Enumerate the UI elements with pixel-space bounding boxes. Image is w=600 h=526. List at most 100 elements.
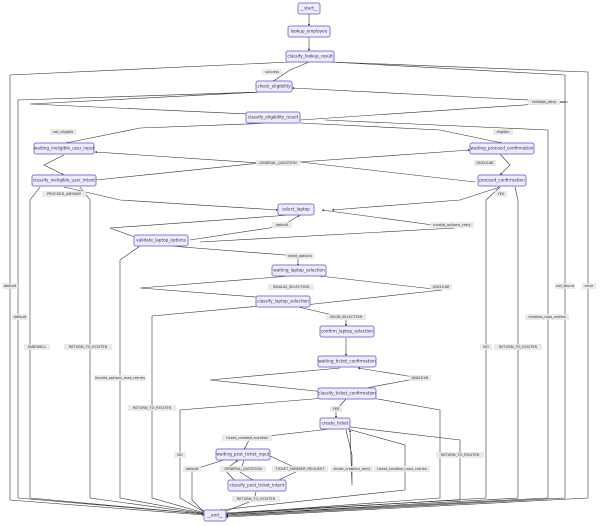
svg-text:YES: YES (498, 192, 505, 196)
node-start[interactable]: __start__ (297, 2, 321, 15)
svg-text:waiting_proceed_confirmation: waiting_proceed_confirmation (471, 146, 534, 151)
edge-not-eligible (65, 122, 273, 144)
label-cerebas-max: cerebas_max_retries (525, 314, 569, 320)
svg-text:UNCLEAR: UNCLEAR (432, 285, 450, 289)
edge-ticket-retry (345, 429, 353, 486)
svg-text:__start__: __start__ (299, 6, 319, 11)
node-classify-lookup-result[interactable]: classify_lookup_result (285, 50, 335, 63)
label-unclear-2: UNCLEAR (430, 284, 452, 290)
svg-text:cerebas_retry: cerebas_retry (532, 100, 557, 104)
node-confirm-laptop-selection[interactable]: confirm_laptop_selection (319, 325, 375, 338)
label-default-inner: default (12, 314, 28, 320)
svg-text:TICKET_NUMBER_REQUEST: TICKET_NUMBER_REQUEST (275, 467, 326, 471)
node-proceed-confirmation[interactable]: proceed_confirmation (477, 174, 527, 187)
edge-proceed-conf (499, 153, 511, 176)
svg-text:FAREWELL: FAREWELL (28, 345, 47, 349)
node-validate-laptop-options[interactable]: validate_laptop_options (133, 234, 189, 247)
svg-text:default: default (14, 315, 27, 319)
svg-text:invalid_options_retry: invalid_options_retry (433, 223, 471, 227)
label-unclear-3: UNCLEAR (409, 375, 431, 381)
label-not-found: not_found (555, 283, 575, 289)
svg-text:waiting_laptop_selection: waiting_laptop_selection (273, 268, 325, 273)
node-select-laptop[interactable]: select_laptop (277, 203, 315, 216)
label-eligible: eligible (493, 129, 513, 135)
label-success: success (262, 69, 282, 75)
node-waiting-proceed-confirmation[interactable]: waiting_proceed_confirmation (469, 142, 535, 155)
svg-text:waiting_post_ticket_input: waiting_post_ticket_input (217, 452, 270, 457)
svg-text:invalid_options_max_retries: invalid_options_max_retries (95, 376, 145, 380)
svg-text:ticket_creation_max_retries: ticket_creation_max_retries (377, 467, 427, 471)
edge-default-post (191, 454, 241, 513)
svg-text:validate_laptop_options: validate_laptop_options (136, 238, 186, 243)
svg-text:VALID_SELECTION: VALID_SELECTION (330, 315, 363, 319)
label-ticket-number: TICKET_NUMBER_REQUEST (272, 466, 328, 472)
label-invalid-retry: invalid_options_retry (430, 222, 474, 228)
svg-text:INVALID_SELECTION: INVALID_SELECTION (273, 285, 309, 289)
svg-text:success: success (265, 70, 279, 74)
edge-return-router-6 (223, 426, 461, 515)
node-classify-eligibility-result[interactable]: classify_eligibility_result (245, 111, 301, 124)
svg-text:UNCLEAR: UNCLEAR (476, 161, 494, 165)
node-waiting-laptop-selection[interactable]: waiting_laptop_selection (271, 264, 327, 277)
label-general-question: GENERAL_QUESTION (256, 160, 300, 166)
nodes: __start__ lookup_employee classify_looku… (31, 2, 535, 522)
node-classify-ticket-confirmation[interactable]: classify_ticket_confirmation (317, 387, 377, 400)
node-classify-ineligible-user-intent[interactable]: classify_ineligible_user_intent (31, 174, 97, 187)
svg-text:not_found: not_found (556, 284, 574, 288)
svg-text:eligible: eligible (497, 130, 511, 134)
svg-text:YES: YES (333, 407, 340, 411)
edge-unclear-2 (304, 275, 443, 306)
svg-text:cerebas_max_retries: cerebas_max_retries (528, 315, 565, 319)
edge-valid-options (169, 245, 300, 267)
node-waiting-ineligible-user-input[interactable]: waiting_ineligible_user_input (33, 142, 95, 155)
edge-classify-check (271, 61, 310, 83)
label-ticket-max: ticket_creation_max_retries (374, 466, 430, 472)
label-no-2: NO (480, 344, 492, 350)
label-ticket-retry: ticket_creation_retry (331, 466, 373, 472)
svg-text:NO: NO (483, 345, 489, 349)
label-not-eligible: not_eligible (50, 129, 76, 135)
svg-text:classify_eligibility_result: classify_eligibility_result (248, 115, 299, 120)
label-default-left: default (2, 283, 18, 289)
label-general-question-2: GENERAL_QUESTION (220, 466, 266, 472)
edge-cerebas-retry (291, 86, 569, 121)
svg-text:create_ticket: create_ticket (322, 421, 349, 426)
svg-text:lookup_employee: lookup_employee (291, 29, 328, 34)
edge-check-classify-elig (29, 91, 271, 117)
edge-yes-1 (331, 186, 501, 212)
label-default-1: default (272, 222, 292, 228)
label-error: error (582, 283, 596, 289)
edge-invalid-retry (199, 209, 456, 243)
node-classify-post-ticket-intent[interactable]: classify_post_ticket_intent (227, 479, 287, 492)
edge-return-router-4 (225, 186, 519, 517)
node-create-ticket[interactable]: create_ticket (319, 417, 351, 430)
node-check-eligibility[interactable]: check_eligibility (255, 80, 293, 93)
svg-text:RETURN_TO_ROUTER: RETURN_TO_ROUTER (441, 453, 480, 457)
node-end[interactable]: __end__ (203, 509, 227, 522)
svg-text:select_laptop: select_laptop (282, 207, 310, 212)
svg-text:GENERAL_QUESTION: GENERAL_QUESTION (224, 467, 262, 471)
svg-text:classify_laptop_selection: classify_laptop_selection (257, 299, 309, 304)
svg-text:RETURN_TO_ROUTER: RETURN_TO_ROUTER (69, 345, 108, 349)
label-no-1: NO (174, 452, 186, 458)
node-waiting-post-ticket-input[interactable]: waiting_post_ticket_input (215, 448, 271, 461)
label-default-post: default (183, 466, 201, 472)
svg-text:default: default (186, 467, 199, 471)
edge-waiting-classify-laptop (139, 275, 291, 300)
node-classify-laptop-selection[interactable]: classify_laptop_selection (255, 295, 311, 308)
edge-unclear-1 (299, 148, 476, 183)
edge-select-validate (109, 214, 291, 240)
edge-no-2 (225, 186, 501, 516)
node-waiting-ticket-confirmation[interactable]: waiting_ticket_confirmation (317, 355, 377, 368)
svg-text:waiting_ticket_confirmation: waiting_ticket_confirmation (318, 359, 376, 364)
svg-text:classify_ineligible_user_inten: classify_ineligible_user_intent (33, 178, 95, 183)
node-lookup-employee[interactable]: lookup_employee (287, 25, 331, 38)
label-cerebas-retry: cerebas_retry (528, 99, 560, 105)
svg-text:classify_ticket_confirmation: classify_ticket_confirmation (318, 391, 376, 396)
svg-text:RETURN_TO_ROUTER: RETURN_TO_ROUTER (133, 406, 172, 410)
label-invalid-max: invalid_options_max_retries (94, 375, 146, 381)
label-yes-1: YES (495, 191, 507, 197)
label-valid-options: valid_options (286, 253, 314, 259)
svg-text:not_eligible: not_eligible (53, 130, 74, 134)
